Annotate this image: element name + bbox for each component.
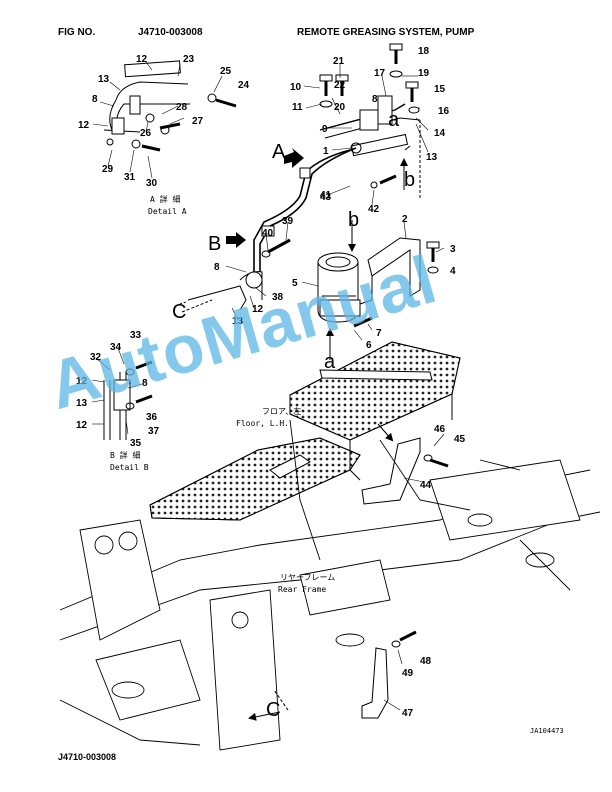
callout-8: 8 bbox=[92, 94, 98, 105]
callout-8: 8 bbox=[214, 262, 220, 273]
callout-27: 27 bbox=[192, 116, 204, 127]
view-letter-b-pump: b bbox=[348, 209, 359, 231]
upper-hardware bbox=[319, 43, 421, 200]
callout-1: 1 bbox=[323, 146, 329, 157]
callout-30: 30 bbox=[146, 178, 158, 189]
caption-rear-frame: Rear Frame bbox=[278, 585, 326, 594]
callout-8: 8 bbox=[142, 378, 148, 389]
callout-17: 17 bbox=[374, 68, 386, 79]
callout-38: 38 bbox=[272, 292, 284, 303]
callout-12: 12 bbox=[76, 376, 88, 387]
callout-40: 40 bbox=[262, 228, 274, 239]
view-letter-a-floor: a bbox=[324, 351, 336, 373]
callout-42: 42 bbox=[368, 204, 380, 215]
callout-25: 25 bbox=[220, 66, 232, 77]
figure-label: FIG NO. bbox=[58, 27, 96, 38]
callout-8: 8 bbox=[372, 94, 378, 105]
caption-floor-jp: フロア、左 bbox=[262, 406, 301, 416]
callout-18: 18 bbox=[418, 46, 430, 57]
callout-2: 2 bbox=[402, 214, 408, 225]
view-letter-b: B bbox=[208, 233, 221, 255]
callout-10: 10 bbox=[290, 82, 302, 93]
callout-33: 33 bbox=[130, 330, 142, 341]
callout-4: 4 bbox=[450, 266, 456, 277]
grease-line bbox=[253, 149, 351, 272]
callout-14: 14 bbox=[434, 128, 446, 139]
callout-24: 24 bbox=[238, 80, 250, 91]
figure-number: J4710-003008 bbox=[138, 27, 203, 38]
floor-lh bbox=[149, 341, 461, 521]
callout-7: 7 bbox=[376, 328, 382, 339]
callout-16: 16 bbox=[438, 106, 450, 117]
callout-34: 34 bbox=[110, 342, 122, 353]
view-letter-b-small: b bbox=[404, 169, 415, 191]
callout-12: 12 bbox=[252, 304, 264, 315]
caption-detail-a: Detail A bbox=[148, 207, 187, 216]
view-letter-c-frame: C bbox=[266, 699, 280, 721]
detail-b-assembly bbox=[103, 360, 153, 440]
footer-code: J4710-003008 bbox=[58, 752, 117, 762]
caption-detail-b-jp: B 詳 細 bbox=[110, 450, 140, 460]
reference-code: JA104473 bbox=[530, 727, 564, 735]
callout-46: 46 bbox=[434, 424, 446, 435]
view-letter-c: C bbox=[172, 301, 186, 323]
callout-13: 13 bbox=[76, 398, 88, 409]
bracket-44 bbox=[361, 437, 449, 505]
callout-32: 32 bbox=[90, 352, 102, 363]
callout-12: 12 bbox=[76, 420, 88, 431]
callout-13: 13 bbox=[232, 316, 244, 327]
callout-15: 15 bbox=[434, 84, 446, 95]
callout-20: 20 bbox=[334, 102, 346, 113]
callout-49: 49 bbox=[402, 668, 414, 679]
callout-19: 19 bbox=[418, 68, 430, 79]
callout-9: 9 bbox=[322, 124, 328, 135]
page-title: REMOTE GREASING SYSTEM, PUMP bbox=[297, 27, 475, 38]
caption-detail-a-jp: A 詳 細 bbox=[150, 194, 180, 204]
pump-bracket bbox=[359, 237, 440, 305]
callout-35: 35 bbox=[130, 438, 142, 449]
callout-3: 3 bbox=[450, 244, 456, 255]
callout-26: 26 bbox=[140, 128, 152, 139]
callout-29: 29 bbox=[102, 164, 114, 175]
view-letter-a: A bbox=[272, 141, 286, 163]
callout-13: 13 bbox=[426, 152, 438, 163]
callout-13: 13 bbox=[98, 74, 110, 85]
callout-43: 43 bbox=[320, 192, 332, 203]
caption-detail-b: Detail B bbox=[110, 463, 149, 472]
callout-36: 36 bbox=[146, 412, 158, 423]
view-a-arrow bbox=[284, 148, 304, 168]
callout-11: 11 bbox=[292, 102, 303, 113]
bracket-47 bbox=[361, 630, 417, 719]
view-letter-a-small: a bbox=[388, 109, 400, 131]
caption-floor: Floor, L.H. bbox=[236, 419, 289, 428]
grease-pump bbox=[317, 252, 373, 328]
callout-37: 37 bbox=[148, 426, 160, 437]
view-b-arrow bbox=[226, 232, 246, 248]
callout-44: 44 bbox=[420, 480, 432, 491]
callout-31: 31 bbox=[124, 172, 136, 183]
callout-48: 48 bbox=[420, 656, 432, 667]
callout-5: 5 bbox=[292, 278, 298, 289]
detail-a-assembly bbox=[103, 60, 237, 152]
callout-23: 23 bbox=[183, 54, 195, 65]
callout-12: 12 bbox=[78, 120, 90, 131]
callout-47: 47 bbox=[402, 708, 414, 719]
callout-21: 21 bbox=[333, 56, 345, 67]
callout-45: 45 bbox=[454, 434, 466, 445]
callout-6: 6 bbox=[366, 340, 372, 351]
rear-frame bbox=[59, 419, 601, 751]
callout-39: 39 bbox=[282, 216, 294, 227]
callout-22: 22 bbox=[334, 80, 346, 91]
callout-12: 12 bbox=[136, 54, 148, 65]
callout-28: 28 bbox=[176, 102, 188, 113]
caption-rear-frame-jp: リヤーフレーム bbox=[280, 573, 335, 582]
callout-41: 41 bbox=[320, 190, 332, 201]
